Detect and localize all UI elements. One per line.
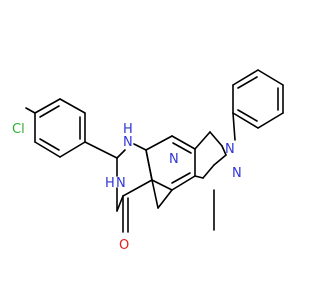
bond-double-inner [237,76,258,89]
bond [116,195,124,212]
nitrogen-atom-label: N [123,135,133,150]
bond [34,98,61,114]
bond [232,112,259,129]
bond [122,179,153,197]
nitrogen-atom-label: N [116,176,126,191]
bond-double [171,135,196,150]
bond [257,112,284,129]
bond [145,149,153,181]
bond [202,164,215,179]
bond [157,189,173,209]
bond [209,131,223,147]
bond-double-inner [39,138,60,151]
chemical-structure-diagram: Cl N H N H N N N O [12,69,284,253]
bond [257,69,284,86]
chlorophenyl-ring [34,98,86,158]
bond [151,179,173,191]
bond-double-inner [171,172,191,184]
bond-double-inner [237,109,258,122]
chlorine-atom-label: Cl [12,122,25,137]
bond [133,143,147,151]
bond [232,69,259,86]
bond [34,141,61,158]
bond [213,154,227,166]
bond [116,149,126,159]
bond [171,175,196,191]
bond [59,98,86,114]
bond [151,179,159,209]
bond-to-phenyl [232,112,236,141]
bond-double-inner [39,105,60,118]
bond [221,145,227,156]
hydrogen-atom-label: H [105,176,115,191]
nitrogen-atom-label: N [225,142,235,157]
nitrogen-atom-label: N [232,166,242,181]
bond [145,135,173,151]
hydrogen-atom-label: H [123,122,133,137]
fused-ring-system [145,131,227,209]
bond [84,141,118,159]
phenyl-ring [232,69,284,129]
bond-double-inner [172,142,192,154]
nitrogen-atom-label: N [169,152,179,167]
bond [59,141,86,158]
molecule-canvas: Cl N H N H N N N O [12,69,284,253]
bond-to-chlorine [25,107,36,114]
oxygen-atom-label: O [119,238,129,253]
bond [194,175,204,179]
bond [194,131,211,150]
